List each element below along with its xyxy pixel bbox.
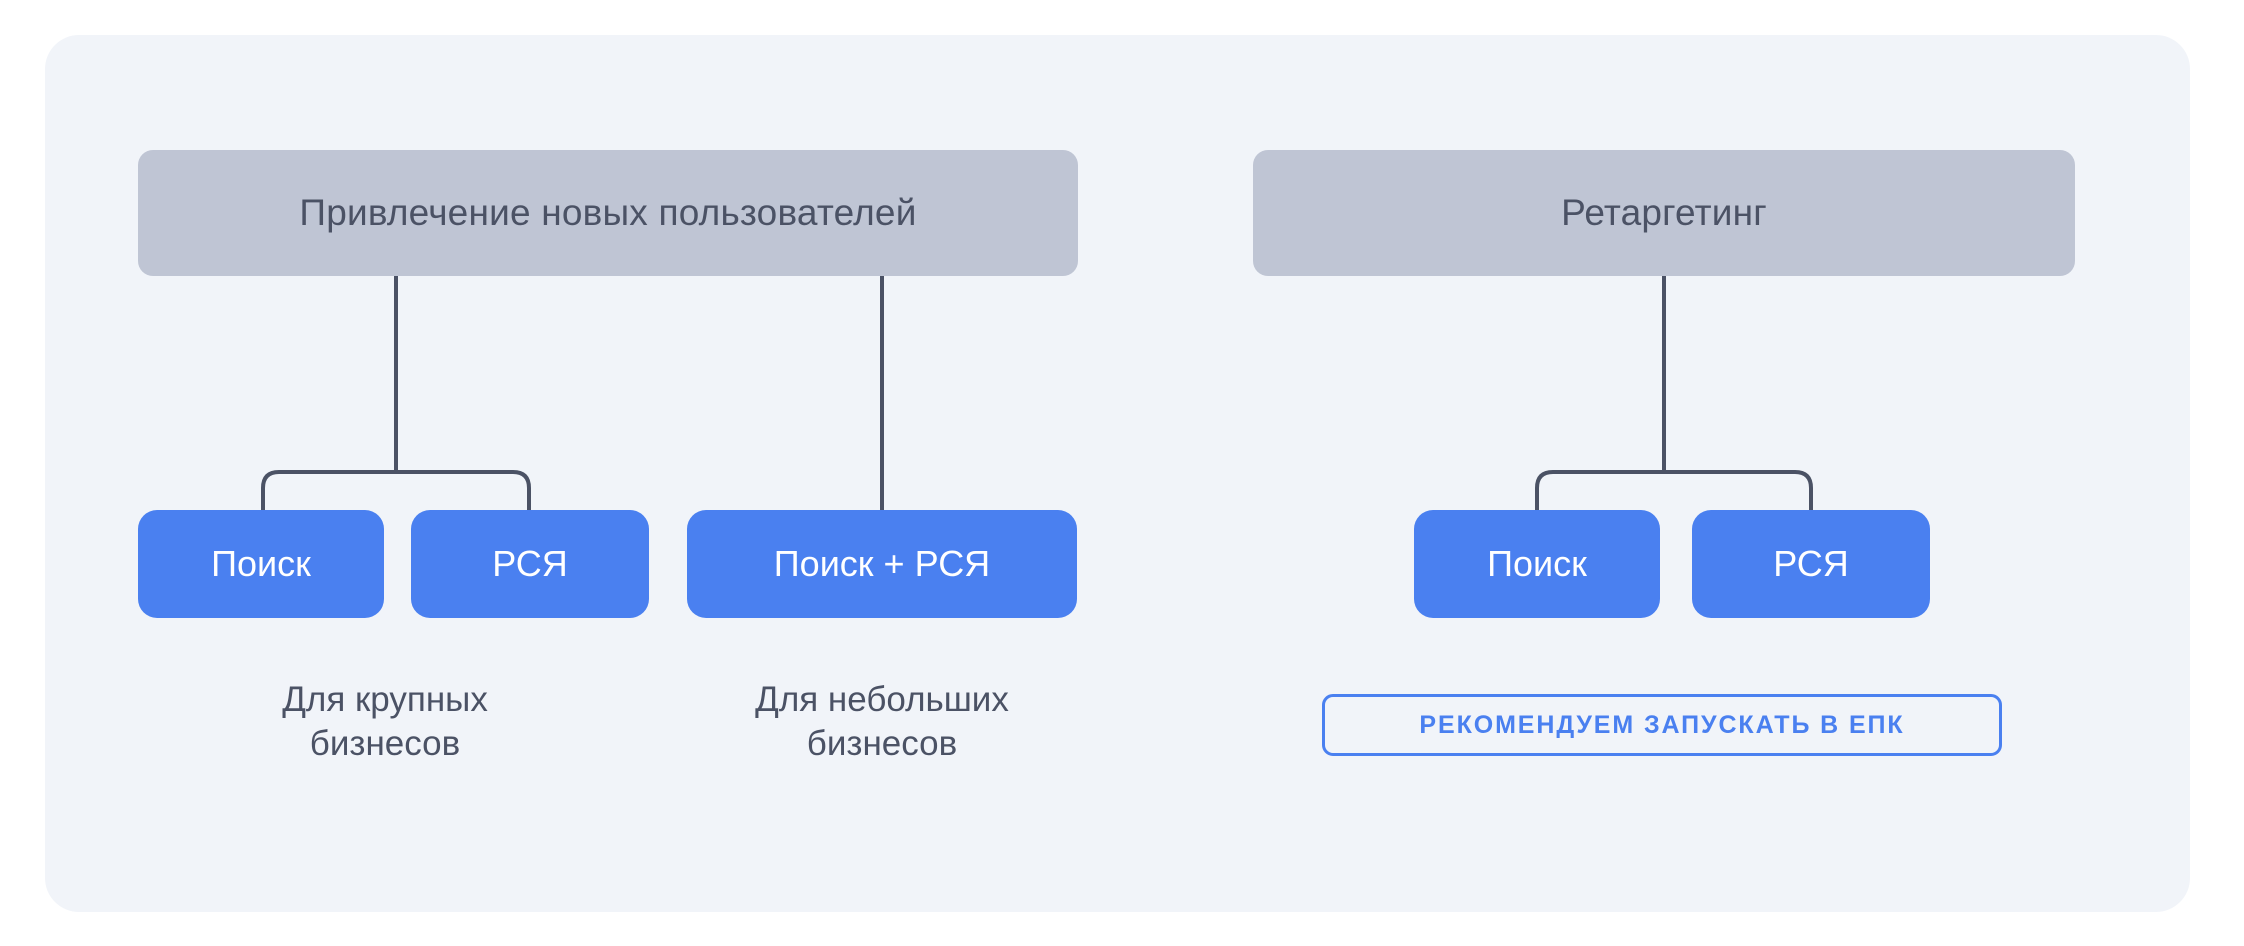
group-header-acquisition[interactable]: Привлечение новых пользователей [138,150,1078,276]
caption-small-business: Для небольших бизнесов [647,678,1117,767]
leaf-acquisition-rsya[interactable]: РСЯ [411,510,649,618]
leaf-retargeting-rsya[interactable]: РСЯ [1692,510,1930,618]
group-header-retargeting-label: Ретаргетинг [1561,192,1767,233]
recommendation-badge-label: РЕКОМЕНДУЕМ ЗАПУСКАТЬ В ЕПК [1419,710,1905,739]
leaf-retargeting-search-label: Поиск [1487,543,1587,584]
leaf-acquisition-rsya-label: РСЯ [492,543,568,584]
recommendation-badge: РЕКОМЕНДУЕМ ЗАПУСКАТЬ В ЕПК [1322,694,2002,756]
leaf-acquisition-search-label: Поиск [211,543,311,584]
leaf-acquisition-search-plus-rsya-label: Поиск + РСЯ [773,543,991,584]
caption-large-business-line2: бизнесов [309,724,461,764]
leaf-retargeting-rsya-label: РСЯ [1773,543,1849,584]
group-header-acquisition-label: Привлечение новых пользователей [299,192,917,233]
group-header-retargeting[interactable]: Ретаргетинг [1253,150,2075,276]
caption-small-business-line1: Для небольших [755,680,1009,719]
leaf-acquisition-search-plus-rsya[interactable]: Поиск + РСЯ [687,510,1077,618]
caption-large-business-line1: Для крупных [282,680,488,719]
caption-large-business: Для крупных бизнесов [150,678,620,767]
caption-small-business-line2: бизнесов [806,724,958,764]
leaf-retargeting-search[interactable]: Поиск [1414,510,1660,618]
leaf-acquisition-search[interactable]: Поиск [138,510,384,618]
